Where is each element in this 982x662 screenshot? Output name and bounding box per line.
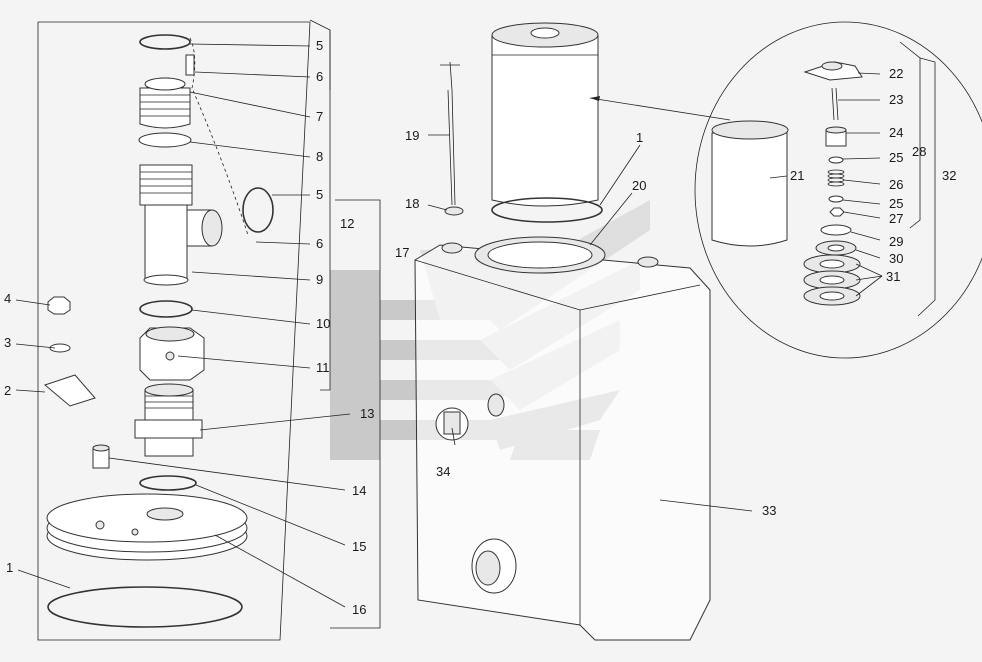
callout-16: 16: [352, 602, 366, 617]
callout-27: 27: [889, 211, 903, 226]
part-5-o-ring-top: [139, 34, 191, 50]
callout-29: 29: [889, 234, 903, 249]
callout-17: 17: [395, 245, 409, 260]
part-18-washer: [444, 206, 464, 216]
part-25-washer-top: [828, 156, 844, 164]
part-30-gasket: [815, 240, 857, 256]
part-23-bolt: [831, 87, 839, 121]
callout-20: 20: [632, 178, 646, 193]
callout-6-lower: 6: [316, 236, 323, 251]
callout-24: 24: [889, 125, 903, 140]
part-26-spring: [827, 169, 845, 187]
callout-5-lower: 5: [316, 187, 323, 202]
left-assembly-frame: [37, 19, 381, 641]
callout-28: 28: [912, 144, 926, 159]
part-14-plug: [92, 444, 110, 469]
leader-lines: [15, 43, 883, 608]
part-22-cap: [803, 61, 863, 81]
detail-view-circle: [589, 21, 982, 359]
callout-5-upper: 5: [316, 38, 323, 53]
callout-25-upper: 25: [889, 150, 903, 165]
part-33-tank: [414, 236, 711, 641]
part-5-o-ring-side: [242, 187, 274, 233]
callout-labels: 5 6 7 8 5 6 9 10 11 12 13 14 15 16 17 1 …: [4, 38, 956, 617]
callout-22: 22: [889, 66, 903, 81]
callout-6-upper: 6: [316, 69, 323, 84]
callout-25-lower: 25: [889, 196, 903, 211]
part-15-o-ring: [139, 475, 197, 491]
callout-9: 9: [316, 272, 323, 287]
part-29-washer: [820, 224, 852, 236]
part-13-adapter-fitting: [134, 383, 203, 457]
part-3-washer: [49, 343, 71, 353]
part-11-union-nut: [139, 326, 205, 381]
callout-4: 4: [4, 291, 11, 306]
callout-26: 26: [889, 177, 903, 192]
part-27-nut: [829, 207, 845, 217]
part-10-snap-ring: [139, 300, 193, 318]
callout-21: 21: [790, 168, 804, 183]
callout-18: 18: [405, 196, 419, 211]
callout-3: 3: [4, 335, 11, 350]
callout-2: 2: [4, 383, 11, 398]
part-8-gasket: [138, 132, 192, 148]
part-6-chain-top: [185, 37, 249, 236]
part-21-cup: [711, 120, 789, 247]
part-24-filter-element: [825, 126, 847, 147]
part-2-bracket: [43, 374, 96, 407]
callout-1-middle: 1: [636, 130, 643, 145]
callout-31: 31: [886, 269, 900, 284]
part-4-nut: [47, 296, 71, 315]
callout-8: 8: [316, 149, 323, 164]
callout-10: 10: [316, 316, 330, 331]
callout-1-left: 1: [6, 560, 13, 575]
callout-12: 12: [340, 216, 354, 231]
callout-34: 34: [436, 464, 450, 479]
part-7-filler-cap: [139, 77, 191, 129]
part-filter-cartridge: [491, 22, 599, 207]
callout-19: 19: [405, 128, 419, 143]
callout-14: 14: [352, 483, 366, 498]
callout-13: 13: [360, 406, 374, 421]
callout-23: 23: [889, 92, 903, 107]
part-1-large-o-ring: [47, 586, 243, 628]
part-19-dipstick: [440, 61, 460, 206]
callout-11: 11: [316, 360, 330, 375]
part-31-rings: [803, 254, 861, 306]
part-9-tee-fitting: [139, 164, 223, 286]
callout-7: 7: [316, 109, 323, 124]
callout-33: 33: [762, 503, 776, 518]
callout-32: 32: [942, 168, 956, 183]
part-16-flange: [46, 493, 248, 561]
callout-15: 15: [352, 539, 366, 554]
part-25-washer-bottom: [828, 195, 844, 203]
part-1-filter-seal: [491, 197, 603, 223]
callout-30: 30: [889, 251, 903, 266]
